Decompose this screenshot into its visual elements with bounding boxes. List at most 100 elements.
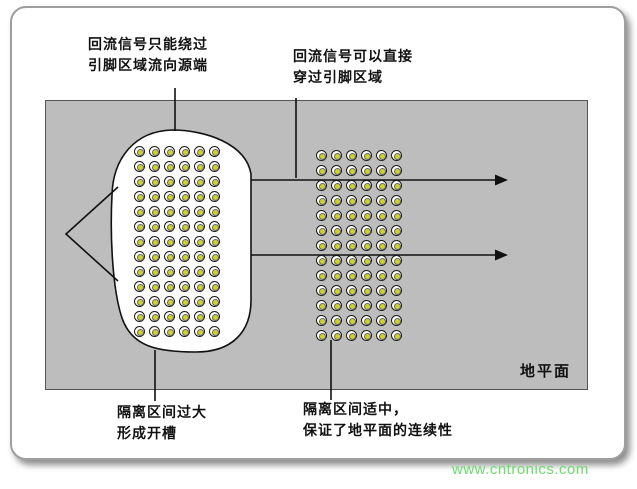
via-pin bbox=[331, 180, 342, 191]
via-pin bbox=[376, 225, 387, 236]
via-pin bbox=[179, 221, 190, 232]
via-pin bbox=[346, 195, 357, 206]
via-pin bbox=[361, 195, 372, 206]
caption-bottom-middle-line2: 保证了地平面的连续性 bbox=[303, 422, 453, 438]
via-pin bbox=[209, 311, 220, 322]
via-pin bbox=[134, 236, 145, 247]
via-pin bbox=[316, 225, 327, 236]
via-pin bbox=[134, 251, 145, 262]
via-pin bbox=[179, 236, 190, 247]
via-pin bbox=[361, 240, 372, 251]
via-pin bbox=[346, 180, 357, 191]
via-pin bbox=[209, 206, 220, 217]
via-pin bbox=[346, 270, 357, 281]
via-pin bbox=[149, 206, 160, 217]
via-pin bbox=[164, 161, 175, 172]
via-pin bbox=[134, 296, 145, 307]
via-pin bbox=[346, 315, 357, 326]
via-pin bbox=[376, 180, 387, 191]
caption-bottom-left-line1: 隔离区间过大 bbox=[117, 404, 207, 420]
via-pin bbox=[346, 285, 357, 296]
via-pin bbox=[179, 281, 190, 292]
via-pin bbox=[361, 330, 372, 341]
watermark: www.cntronics.com bbox=[452, 461, 589, 478]
via-pin bbox=[346, 210, 357, 221]
via-pin bbox=[376, 195, 387, 206]
via-pin bbox=[361, 270, 372, 281]
via-pin bbox=[209, 281, 220, 292]
via-pin bbox=[376, 285, 387, 296]
via-pin bbox=[361, 165, 372, 176]
caption-bottom-left-line2: 形成开槽 bbox=[117, 425, 177, 441]
via-pin bbox=[179, 311, 190, 322]
via-pin bbox=[316, 165, 327, 176]
via-pin bbox=[331, 255, 342, 266]
via-pin bbox=[194, 206, 205, 217]
via-pin bbox=[194, 296, 205, 307]
via-pin bbox=[209, 146, 220, 157]
via-pin bbox=[164, 251, 175, 262]
via-pin bbox=[331, 315, 342, 326]
via-pin bbox=[376, 300, 387, 311]
via-pin bbox=[361, 315, 372, 326]
via-pin bbox=[209, 326, 220, 337]
via-pin bbox=[179, 251, 190, 262]
via-pin bbox=[164, 296, 175, 307]
via-pin bbox=[194, 221, 205, 232]
via-pin bbox=[164, 176, 175, 187]
caption-bottom-middle-line1: 隔离区间适中， bbox=[303, 401, 408, 417]
via-pin bbox=[194, 311, 205, 322]
via-pin bbox=[391, 195, 402, 206]
via-pin bbox=[209, 161, 220, 172]
caption-top-right-line2: 穿过引脚区域 bbox=[293, 69, 383, 85]
via-pin bbox=[164, 191, 175, 202]
via-pin bbox=[376, 210, 387, 221]
via-pin bbox=[376, 315, 387, 326]
via-pin bbox=[134, 221, 145, 232]
via-pin bbox=[209, 176, 220, 187]
via-pin bbox=[164, 311, 175, 322]
via-pin bbox=[391, 255, 402, 266]
via-pin bbox=[346, 225, 357, 236]
via-pin bbox=[134, 266, 145, 277]
via-pin bbox=[316, 285, 327, 296]
via-pin bbox=[149, 326, 160, 337]
via-pin bbox=[179, 326, 190, 337]
ground-plane-label: 地平面 bbox=[519, 363, 571, 380]
caption-top-left-line1: 回流信号只能绕过 bbox=[88, 36, 208, 52]
via-pin bbox=[194, 251, 205, 262]
via-pin bbox=[331, 300, 342, 311]
caption-bottom-middle: 隔离区间适中， 保证了地平面的连续性 bbox=[303, 399, 453, 441]
via-pin bbox=[209, 296, 220, 307]
via-pin bbox=[179, 296, 190, 307]
via-pin bbox=[149, 281, 160, 292]
via-pin bbox=[164, 146, 175, 157]
via-pin bbox=[316, 270, 327, 281]
via-pin bbox=[149, 161, 160, 172]
via-pin bbox=[194, 161, 205, 172]
via-pin bbox=[134, 206, 145, 217]
via-pin bbox=[376, 330, 387, 341]
via-pin bbox=[149, 266, 160, 277]
via-pin bbox=[179, 191, 190, 202]
via-pin bbox=[149, 191, 160, 202]
caption-top-right-line1: 回流信号可以直接 bbox=[293, 48, 413, 64]
via-pin bbox=[209, 266, 220, 277]
via-pin bbox=[149, 176, 160, 187]
via-pin bbox=[164, 266, 175, 277]
via-pin bbox=[209, 251, 220, 262]
via-pin bbox=[391, 240, 402, 251]
via-pin bbox=[346, 300, 357, 311]
via-pin bbox=[361, 225, 372, 236]
via-pin bbox=[376, 165, 387, 176]
via-pin bbox=[331, 240, 342, 251]
caption-bottom-left: 隔离区间过大 形成开槽 bbox=[117, 402, 207, 444]
via-pin bbox=[331, 285, 342, 296]
via-pin bbox=[164, 326, 175, 337]
caption-top-right: 回流信号可以直接 穿过引脚区域 bbox=[293, 46, 413, 88]
via-pin bbox=[149, 311, 160, 322]
via-pin bbox=[331, 225, 342, 236]
via-pin bbox=[376, 150, 387, 161]
via-pin bbox=[331, 165, 342, 176]
